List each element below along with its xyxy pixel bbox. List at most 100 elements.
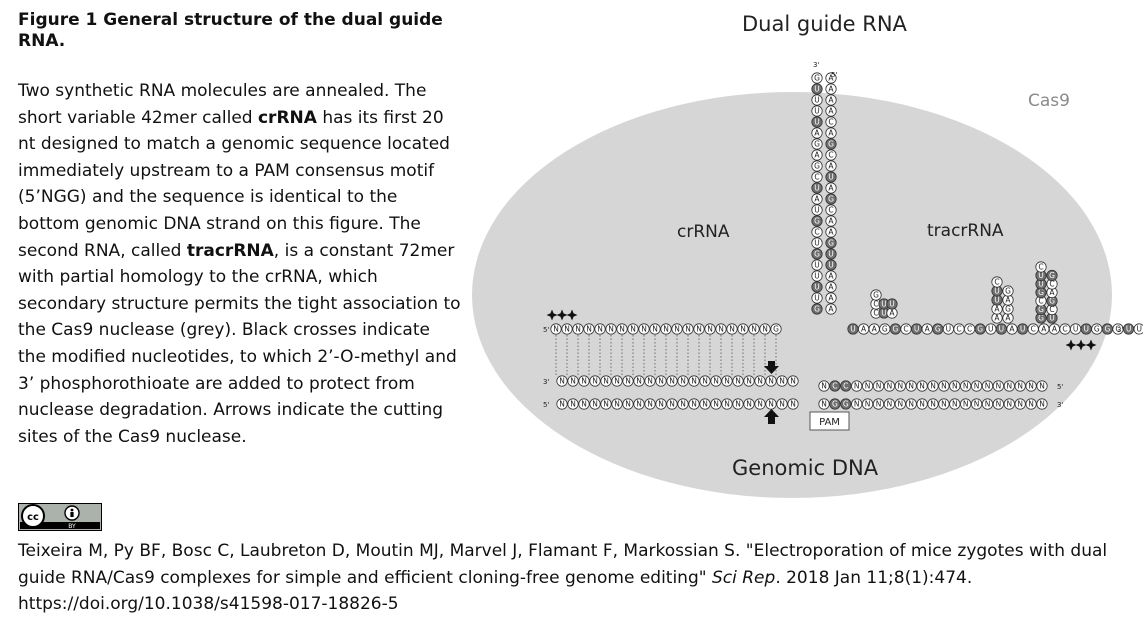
cc-by-license-badge: cc BY [18, 503, 102, 531]
stem-right-nucleotide: A [825, 226, 837, 238]
svg-text:N: N [652, 325, 658, 334]
svg-text:N: N [952, 400, 958, 409]
svg-text:N: N [581, 400, 587, 409]
svg-text:C: C [828, 206, 833, 215]
dna-top-nucleotide: N [927, 380, 939, 392]
dna-bottom-nucleotide: N [938, 398, 950, 410]
hairpin-3-nucleotide: C [1035, 261, 1047, 273]
dna-bottom-nucleotide: N [567, 398, 579, 410]
dna-bottom-nucleotide: N [688, 398, 700, 410]
svg-text:U: U [814, 294, 820, 303]
caption-part-3: , is a constant 72mer with partial homol… [18, 240, 461, 447]
modification-cross [546, 309, 558, 321]
dna-bottom-nucleotide: G [840, 398, 852, 410]
svg-text:N: N [614, 400, 620, 409]
stem-left-nucleotide: G [811, 160, 823, 172]
dna-bottom-nucleotide: N [1036, 398, 1048, 410]
svg-text:U: U [999, 325, 1005, 334]
svg-text:C: C [1115, 325, 1120, 334]
svg-text:N: N [680, 377, 686, 386]
stem-right-nucleotide: A [825, 105, 837, 117]
tracrrna-nucleotide: U [1133, 323, 1143, 335]
svg-text:N: N [974, 400, 980, 409]
crrna-guide-nucleotide: N [649, 323, 661, 335]
svg-text:C: C [994, 278, 999, 287]
dna-bottom-nucleotide: N [754, 398, 766, 410]
svg-text:N: N [636, 400, 642, 409]
hairpin-1-nucleotide: U [886, 298, 898, 310]
dna-top-nucleotide: N [699, 375, 711, 387]
svg-text:N: N [908, 382, 914, 391]
svg-text:C: C [828, 151, 833, 160]
svg-text:G: G [1005, 305, 1011, 314]
dna-bottom-nucleotide: N [883, 398, 895, 410]
dna-top-nucleotide: C [840, 380, 852, 392]
dna-top-nucleotide: N [589, 375, 601, 387]
svg-text:U: U [994, 296, 1000, 305]
stem-left-nucleotide: G [811, 303, 823, 315]
tracrrna-nucleotide: G [1101, 323, 1114, 335]
svg-text:N: N [779, 400, 785, 409]
crrna-guide-nucleotide: G [770, 323, 782, 335]
svg-text:C: C [828, 118, 833, 127]
svg-text:A: A [828, 305, 834, 314]
svg-text:N: N [564, 325, 570, 334]
dna-bottom-nucleotide: N [927, 398, 939, 410]
dna-bottom-nucleotide: N [949, 398, 961, 410]
stem-right-nucleotide: G [825, 237, 837, 249]
hairpin-2-nucleotide: G [1002, 285, 1014, 297]
hairpin-2-nucleotide: C [991, 276, 1003, 288]
dna-bottom-nucleotide: N [721, 398, 733, 410]
svg-text:U: U [1020, 325, 1026, 334]
svg-text:N: N [746, 377, 752, 386]
dna-bottom-3prime-label: 3' [1057, 401, 1063, 409]
svg-text:A: A [1009, 325, 1015, 334]
dna-top-nucleotide: N [883, 380, 895, 392]
genomic-dna-label: Genomic DNA [732, 456, 879, 480]
svg-text:N: N [790, 377, 796, 386]
dna-bottom-nucleotide: N [633, 398, 645, 410]
crrna-guide-nucleotide: N [682, 323, 694, 335]
tracrrna-3prime-label: 3' [1117, 326, 1123, 334]
svg-text:N: N [669, 377, 675, 386]
svg-text:N: N [887, 382, 893, 391]
stem-left-nucleotide: G [811, 248, 823, 260]
svg-text:N: N [1028, 400, 1034, 409]
svg-text:N: N [718, 325, 724, 334]
dna-top-nucleotide: N [743, 375, 755, 387]
dna-top-nucleotide: N [710, 375, 722, 387]
svg-text:A: A [828, 184, 834, 193]
svg-text:C: C [1038, 297, 1043, 306]
svg-text:A: A [828, 85, 834, 94]
svg-text:U: U [1038, 271, 1044, 280]
dna-bottom-nucleotide: N [787, 398, 799, 410]
tracrrna-nucleotide: A [1038, 323, 1050, 335]
dna-bottom-nucleotide: N [666, 398, 678, 410]
svg-text:N: N [974, 382, 980, 391]
svg-text:G: G [828, 140, 834, 149]
svg-text:U: U [914, 325, 920, 334]
stem-right-nucleotide: C [825, 116, 837, 128]
citation: Teixeira M, Py BF, Bosc C, Laubreton D, … [18, 538, 1128, 618]
crrna-guide-nucleotide: N [583, 323, 595, 335]
dna-top-nucleotide: N [861, 380, 874, 392]
tracrrna-nucleotide: G [932, 323, 944, 335]
svg-text:G: G [977, 325, 983, 334]
figure-caption: Two synthetic RNA molecules are annealed… [18, 78, 463, 450]
svg-text:A: A [994, 314, 1000, 323]
stem-left-nucleotide: A [811, 149, 823, 161]
svg-text:G: G [814, 217, 820, 226]
svg-text:U: U [1126, 325, 1132, 334]
tracrrna-nucleotide: U [942, 323, 954, 335]
dna-bottom-5prime-label: 5' [543, 401, 549, 409]
modification-cross [1065, 339, 1077, 351]
svg-text:N: N [702, 400, 708, 409]
svg-text:N: N [630, 325, 636, 334]
cas9-shape [472, 92, 1112, 498]
dna-top-nucleotide: N [633, 375, 645, 387]
svg-text:G: G [814, 250, 820, 259]
svg-text:N: N [647, 400, 653, 409]
crrna-guide-nucleotide: N [627, 323, 639, 335]
hairpin-3-nucleotide: A [1046, 286, 1058, 299]
dna-bottom-nucleotide: N [743, 398, 755, 410]
